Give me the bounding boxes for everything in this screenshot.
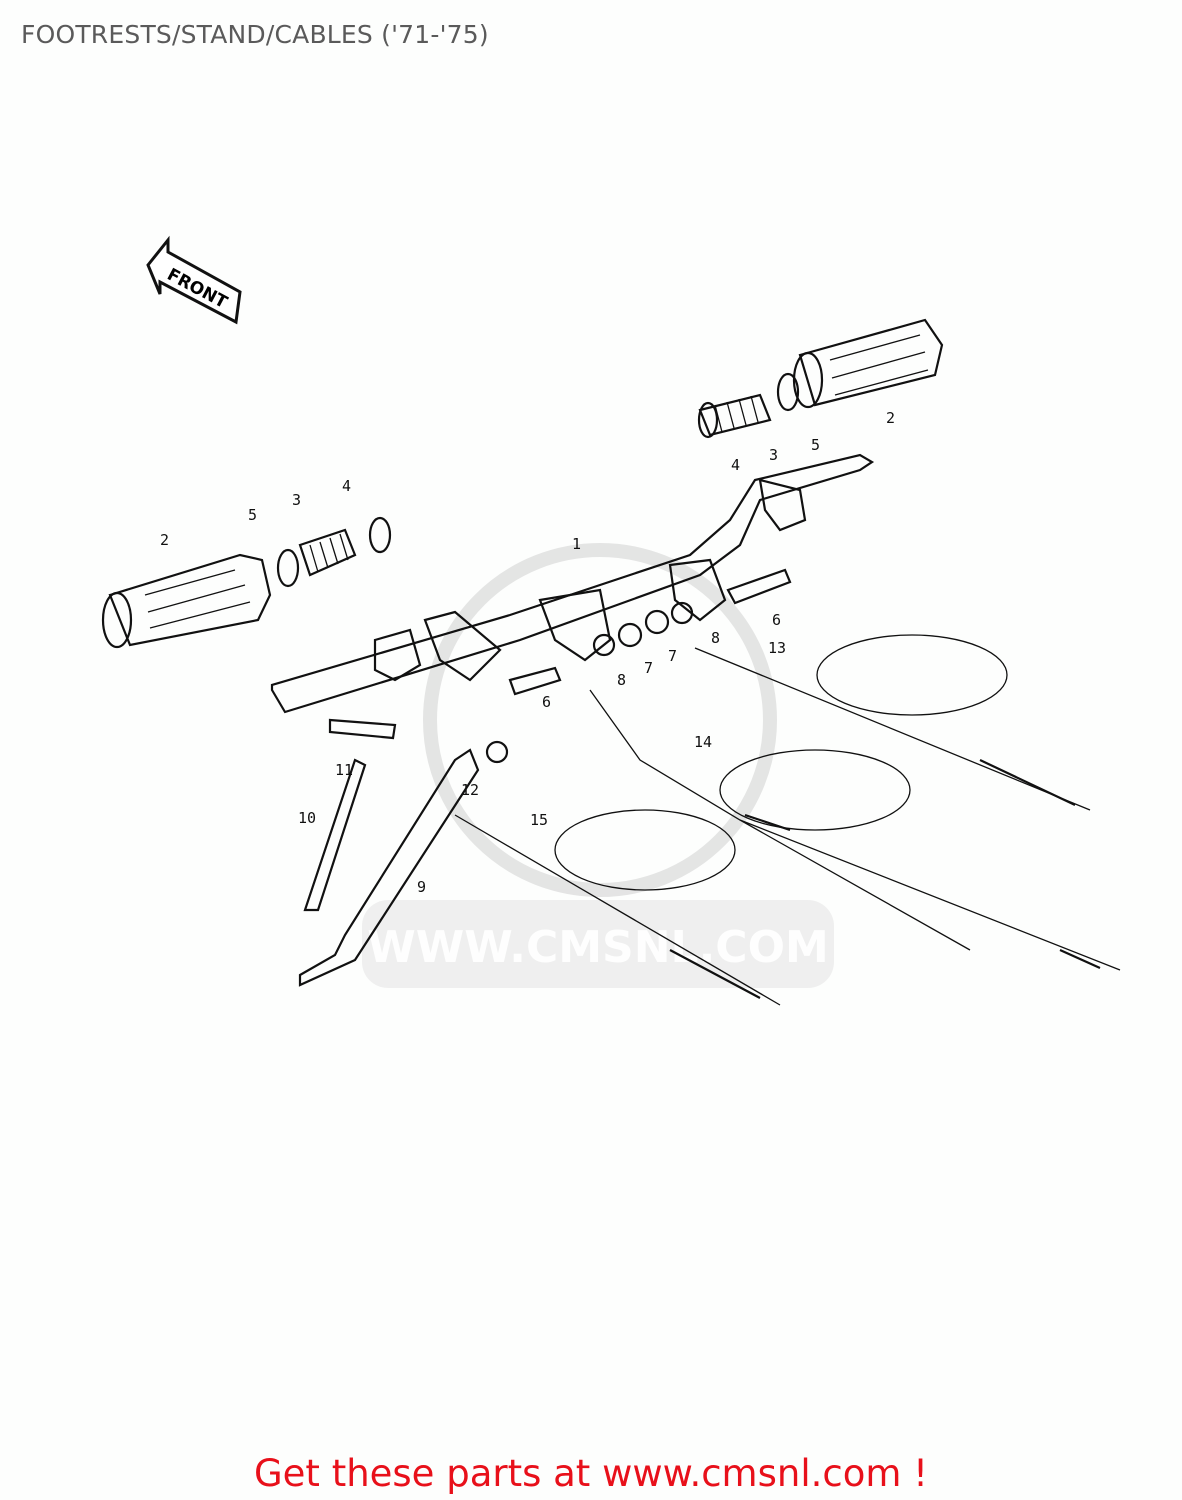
- callout-3: 3: [292, 491, 301, 509]
- callout-5: 5: [811, 436, 820, 454]
- side-stand: [298, 748, 480, 987]
- callout-5: 5: [248, 506, 257, 524]
- callout-2: 2: [886, 409, 895, 427]
- callout-1: 1: [572, 535, 581, 553]
- callout-7: 7: [644, 659, 653, 677]
- callout-15: 15: [530, 811, 548, 829]
- page-title: FOOTRESTS/STAND/CABLES ('71-'75): [21, 20, 489, 49]
- callout-11: 11: [335, 761, 353, 779]
- clip-left: [276, 548, 300, 588]
- pin-right: [726, 568, 792, 605]
- grip-left: [101, 553, 272, 649]
- washer: [670, 601, 694, 625]
- callout-10: 10: [298, 809, 316, 827]
- cable-14: [589, 689, 1121, 971]
- callouts: 1 2 5 3 4 4 3 5 2 6 8 13 7 7 8 6 14 11 1…: [160, 409, 895, 896]
- callout-6: 6: [772, 611, 781, 629]
- callout-7: 7: [668, 647, 677, 665]
- callout-6: 6: [542, 693, 551, 711]
- cable-13: [694, 634, 1091, 811]
- ring-left: [368, 516, 392, 554]
- footer-link[interactable]: Get these parts at www.cmsnl.com !: [253, 1452, 928, 1495]
- front-arrow-icon: FRONT: [146, 235, 242, 325]
- nut: [644, 609, 670, 635]
- stand-bolt: [328, 718, 397, 740]
- ring-right: [697, 401, 719, 439]
- stand-nut: [485, 740, 509, 764]
- pin-left: [508, 666, 562, 696]
- washer: [592, 633, 616, 657]
- callout-3: 3: [769, 446, 778, 464]
- spring-left: [298, 528, 357, 577]
- watermark-logo: WWW.CMSNL.COM: [362, 543, 834, 988]
- nut: [617, 622, 643, 648]
- callout-12: 12: [461, 781, 479, 799]
- callout-14: 14: [694, 733, 712, 751]
- cable-15: [454, 809, 781, 1006]
- watermark-text: WWW.CMSNL.COM: [367, 922, 829, 973]
- callout-4: 4: [342, 477, 351, 495]
- spring-right: [698, 393, 772, 437]
- callout-8: 8: [617, 671, 626, 689]
- stand-spring: [303, 758, 367, 912]
- callout-2: 2: [160, 531, 169, 549]
- callout-8: 8: [711, 629, 720, 647]
- callout-9: 9: [417, 878, 426, 896]
- footrest-bar: [270, 453, 875, 714]
- callout-4: 4: [731, 456, 740, 474]
- clip-right: [776, 372, 800, 412]
- callout-13: 13: [768, 639, 786, 657]
- grip-right: [792, 318, 944, 409]
